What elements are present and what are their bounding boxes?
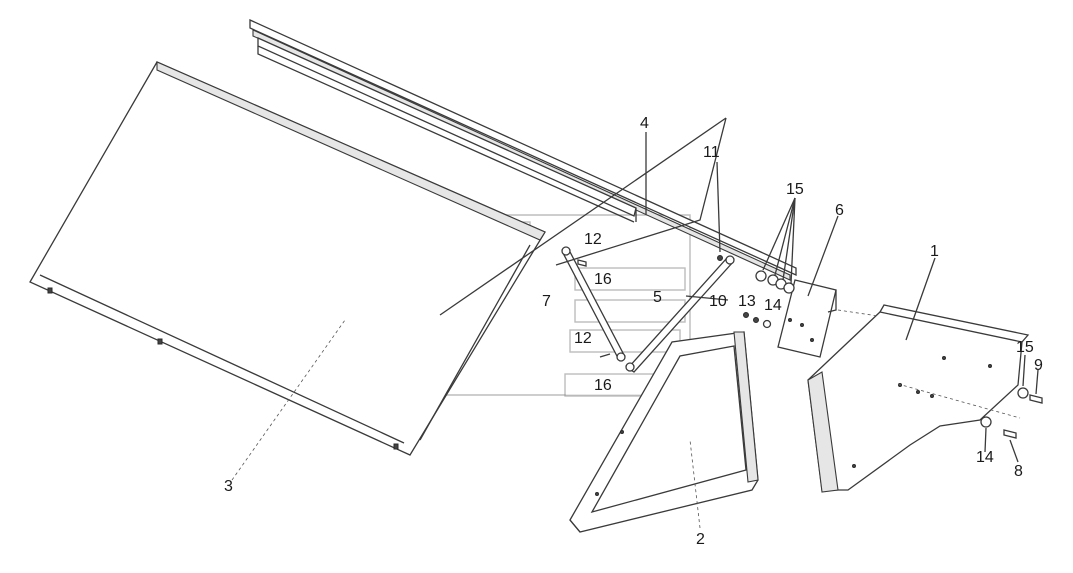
callout-15a: 15 [786,181,804,198]
callout-9: 9 [1034,357,1043,374]
pin-12-a [577,259,587,267]
callout-14a: 14 [764,297,782,314]
washer-15-d [783,282,795,294]
part-7-link [561,246,626,362]
callout-4: 4 [640,115,649,132]
callout-3: 3 [224,478,233,495]
callout-12a: 12 [584,231,602,248]
nut-11 [717,255,723,261]
callout-16b: 16 [594,377,612,394]
nut-10 [743,312,749,318]
part-4-long-rail [249,18,797,281]
part-6-mounting-plate [777,279,837,358]
callout-11: 11 [703,144,720,161]
hardware [577,255,1043,439]
callout-16a: 16 [594,271,612,288]
callout-15b: 15 [1016,339,1034,356]
part-1-side-bracket [807,304,1030,493]
callout-14b: 14 [976,449,994,466]
callout-2: 2 [696,531,705,548]
leader-lines [231,117,1039,529]
washer-15-e [1017,387,1029,399]
callout-6: 6 [835,202,844,219]
callout-13: 13 [738,293,756,310]
bolt-8 [1003,429,1017,439]
callout-7: 7 [542,293,551,310]
callout-10: 10 [709,293,727,310]
callout-1: 1 [930,243,939,260]
callout-8: 8 [1014,463,1023,480]
washer-14-b [980,416,992,428]
washer-14-a [762,319,772,329]
bolt-9 [1029,394,1043,404]
part-5-strut [625,255,735,373]
pin-12-b [599,353,611,358]
callout-labels: 1 2 3 4 5 6 7 8 9 10 11 12 12 13 14 14 1… [224,115,1043,548]
callout-5: 5 [653,289,662,306]
part-3-main-panel [29,61,546,456]
nut-13 [753,317,759,323]
part-2-triangular-frame [569,331,759,533]
washer-15-a [755,270,767,282]
callout-12b: 12 [574,330,592,347]
